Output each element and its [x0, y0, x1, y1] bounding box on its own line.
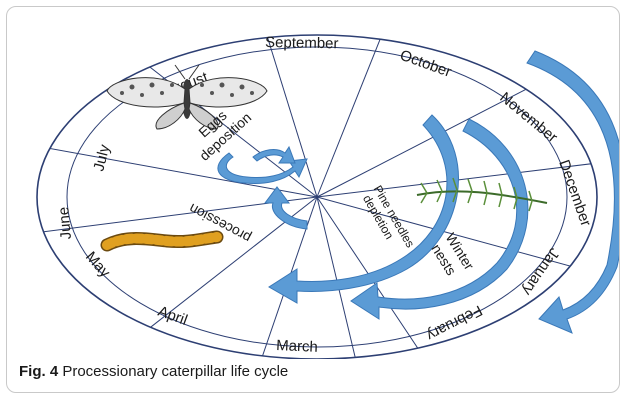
- caption-text: Processionary caterpillar life cycle: [62, 363, 288, 380]
- month-label-november: November: [496, 89, 560, 146]
- month-label-september: September: [265, 34, 339, 52]
- arrow-procession-loop: [265, 187, 307, 229]
- figure-panel: July August September October November D…: [6, 6, 620, 393]
- cycle-arrows: [218, 51, 619, 333]
- month-label-march: March: [276, 337, 318, 356]
- figure-number: Fig. 4: [19, 363, 58, 380]
- arrow-eggs-loop-upper: [253, 147, 295, 163]
- month-label-december: December: [555, 158, 594, 229]
- month-label-april: April: [156, 303, 190, 329]
- month-label-july: July: [90, 142, 113, 173]
- month-label-may: May: [82, 248, 114, 281]
- calendar-wheel: [7, 7, 619, 359]
- stage-label-pine-needles-depletion: Pine needles depletion: [358, 183, 419, 260]
- month-label-january: January: [518, 245, 563, 299]
- arrow-pine-depletion: [269, 115, 458, 303]
- life-cycle-diagram: July August September October November D…: [7, 7, 619, 359]
- month-label-october: October: [398, 47, 454, 81]
- month-label-june: June: [55, 206, 75, 240]
- caterpillar-image: [107, 237, 217, 245]
- figure-caption: Fig. 4 Processionary caterpillar life cy…: [19, 363, 288, 380]
